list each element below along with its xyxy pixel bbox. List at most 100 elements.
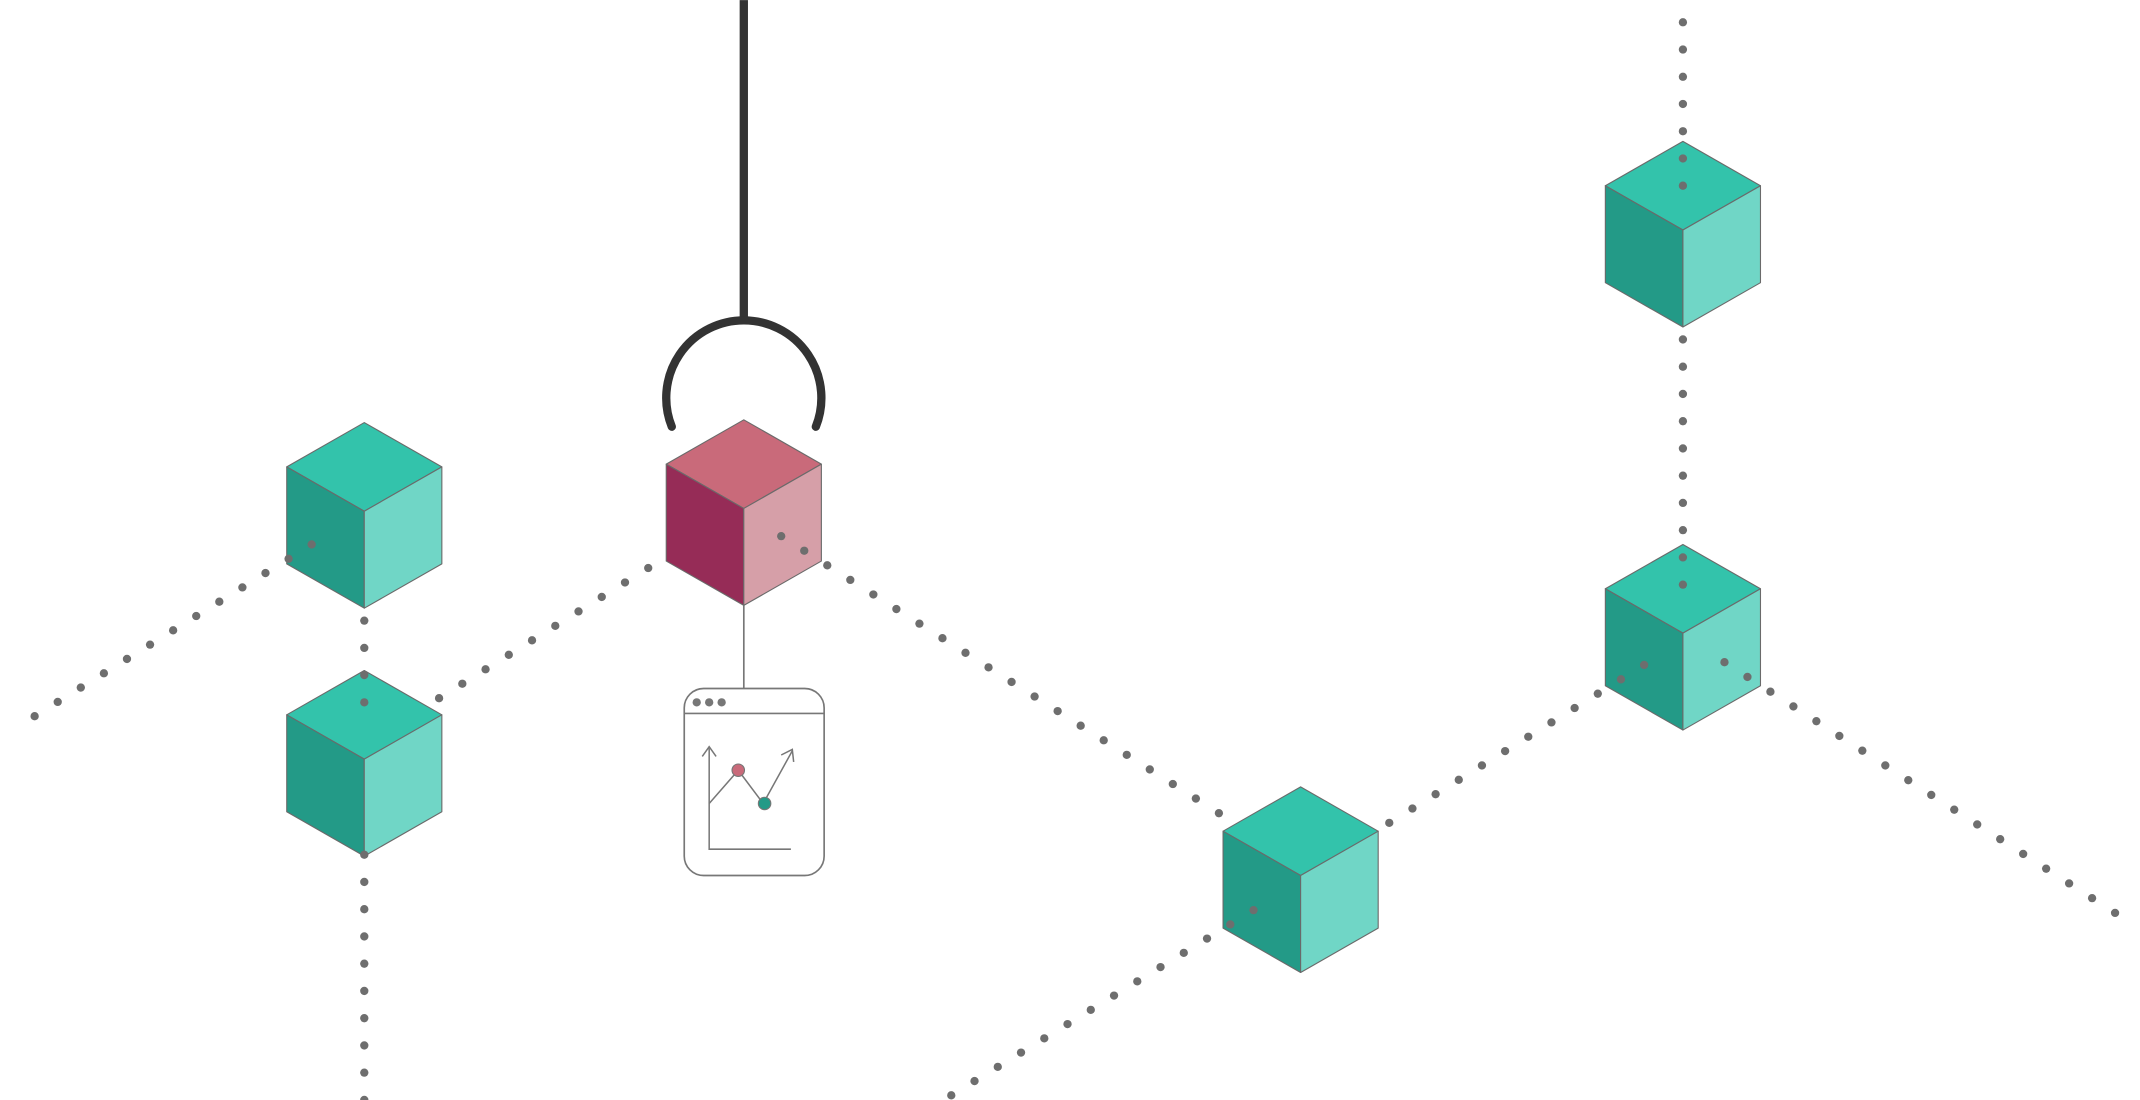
connection-dot bbox=[1678, 389, 1688, 399]
connection-dot bbox=[30, 712, 39, 721]
connection-dot bbox=[1835, 731, 1844, 741]
dotted-connections bbox=[30, 18, 2120, 1100]
connection-dot bbox=[2087, 893, 2097, 903]
cubes-layer bbox=[286, 140, 1762, 974]
connection-dot bbox=[1812, 717, 1821, 726]
connection-dot bbox=[993, 1062, 1002, 1072]
connection-dot bbox=[192, 611, 201, 621]
connection-dot bbox=[1030, 692, 1039, 701]
cube-right-face bbox=[363, 466, 443, 609]
connection-dot bbox=[1179, 948, 1188, 958]
connection-dot bbox=[238, 583, 247, 592]
chart-point-teal bbox=[757, 796, 772, 811]
connection-dot bbox=[1570, 703, 1579, 713]
connection-dot bbox=[1996, 835, 2005, 844]
connection-dot bbox=[360, 1095, 369, 1100]
connection-dot bbox=[1678, 580, 1688, 589]
cube-right-face bbox=[1300, 830, 1379, 974]
connection-dot bbox=[1086, 1005, 1095, 1015]
connection-dot bbox=[1145, 765, 1154, 774]
connection-dot bbox=[1678, 181, 1688, 190]
selected-pink-cube bbox=[665, 419, 822, 606]
connection-dot bbox=[892, 604, 901, 614]
connection-dot bbox=[1616, 675, 1626, 684]
connection-dot bbox=[1076, 721, 1085, 730]
connection-dot bbox=[984, 663, 993, 672]
connection-dot bbox=[504, 650, 513, 659]
connection-dot bbox=[1226, 920, 1235, 929]
connection-dot bbox=[1593, 689, 1602, 698]
connection-dot bbox=[1881, 761, 1890, 770]
connection-dot bbox=[551, 621, 560, 631]
connection-dot bbox=[284, 554, 293, 563]
connection-dot bbox=[915, 619, 924, 628]
connection-dot bbox=[360, 1014, 369, 1023]
connection-dot bbox=[1122, 750, 1131, 760]
connection-dot bbox=[1040, 1034, 1049, 1043]
connection-dot bbox=[1678, 498, 1688, 508]
connection-dot bbox=[2064, 879, 2074, 888]
teal-cube bbox=[1222, 786, 1379, 974]
connection-dot bbox=[1109, 991, 1119, 1000]
crane-hook-icon bbox=[662, 0, 826, 431]
connection-dot bbox=[1858, 746, 1867, 755]
connection-dot bbox=[1524, 732, 1533, 741]
connection-dot bbox=[938, 634, 947, 643]
teal-cube bbox=[1604, 140, 1762, 328]
connection-dot bbox=[307, 540, 316, 549]
connection-dot bbox=[1678, 525, 1688, 535]
connection-dot bbox=[360, 850, 369, 859]
connection-dot bbox=[1678, 99, 1688, 109]
connection-dot bbox=[360, 643, 369, 653]
connection-dot bbox=[2110, 908, 2120, 918]
connection-dot bbox=[53, 697, 62, 707]
connection-dot bbox=[1431, 790, 1440, 799]
connection-dot bbox=[1678, 45, 1688, 54]
connection-dot bbox=[168, 626, 178, 635]
connection-dot bbox=[215, 597, 224, 606]
connection-dot bbox=[1099, 736, 1108, 745]
connection-dot bbox=[360, 670, 369, 680]
connection-dot bbox=[1678, 553, 1688, 562]
connection-dot bbox=[360, 905, 369, 914]
teal-cube bbox=[286, 669, 443, 857]
connection-dot bbox=[1973, 820, 1982, 829]
connection-dot bbox=[360, 932, 369, 941]
connection-dot bbox=[2019, 849, 2028, 859]
connection-dot bbox=[1678, 444, 1688, 453]
connection-dot bbox=[1477, 761, 1487, 770]
connection-dot bbox=[1720, 658, 1729, 667]
connection-dot bbox=[122, 654, 132, 664]
connection-dot bbox=[1156, 962, 1165, 972]
connection-dot bbox=[1950, 805, 1959, 814]
line-chart-icon bbox=[701, 745, 795, 850]
connection-dot bbox=[145, 640, 155, 649]
connection-dot bbox=[947, 1091, 956, 1100]
chart-point-pink bbox=[731, 763, 746, 778]
connection-dot bbox=[1789, 702, 1798, 711]
connection-dot bbox=[1904, 776, 1913, 785]
connection-dot bbox=[1678, 335, 1688, 344]
connection-dot bbox=[846, 575, 855, 585]
connection-dot bbox=[434, 694, 444, 703]
connection-dot bbox=[1063, 1019, 1072, 1029]
connection-dot bbox=[644, 563, 653, 573]
connection-dot bbox=[1385, 818, 1394, 828]
connection-dot bbox=[1639, 660, 1649, 670]
connection-dot bbox=[869, 590, 878, 599]
connection-dot bbox=[360, 616, 369, 625]
connection-dot bbox=[99, 669, 109, 678]
connection-dot bbox=[1678, 72, 1688, 81]
connection-dot bbox=[1214, 809, 1224, 818]
connection-dot bbox=[1202, 934, 1212, 943]
connection-dot bbox=[360, 959, 369, 968]
connection-dot bbox=[1007, 677, 1016, 687]
connection-dot bbox=[76, 683, 85, 692]
connection-dot bbox=[527, 636, 537, 645]
connection-dot bbox=[1927, 790, 1936, 800]
connection-dot bbox=[261, 568, 270, 578]
connection-dot bbox=[823, 561, 832, 570]
connection-dot bbox=[360, 1068, 369, 1077]
connection-dot bbox=[1454, 775, 1463, 784]
